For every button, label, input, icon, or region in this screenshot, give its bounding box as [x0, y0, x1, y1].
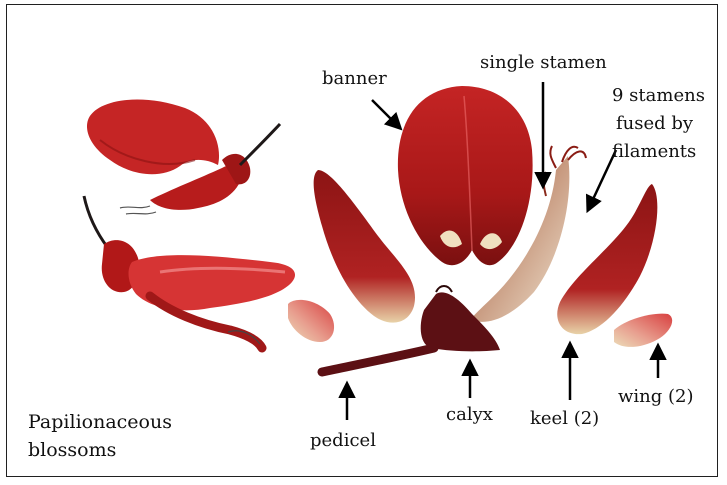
- label-wing: wing (2): [618, 386, 694, 407]
- label-single-stamen: single stamen: [480, 52, 607, 73]
- label-fused-stamens-line3: filaments: [612, 141, 696, 162]
- wing-petal-right: [614, 314, 672, 347]
- label-keel: keel (2): [530, 408, 599, 429]
- caption-line-1: Papilionaceous: [28, 411, 172, 433]
- label-fused-stamens-line2: fused by: [616, 113, 694, 134]
- label-pedicel: pedicel: [310, 430, 376, 451]
- label-banner: banner: [322, 68, 387, 89]
- keel-petal-left: [314, 170, 415, 323]
- wing-petal-left: [288, 300, 334, 342]
- label-fused-stamens-line1: 9 stamens: [612, 85, 705, 106]
- whole-blossom-bottom: [84, 196, 295, 348]
- caption-line-2: blossoms: [28, 439, 116, 461]
- whole-blossom-top: [87, 99, 280, 214]
- banner-petal: [398, 86, 533, 265]
- keel-petal-right: [557, 184, 657, 334]
- arrow-banner: [372, 100, 400, 128]
- label-calyx: calyx: [446, 404, 493, 425]
